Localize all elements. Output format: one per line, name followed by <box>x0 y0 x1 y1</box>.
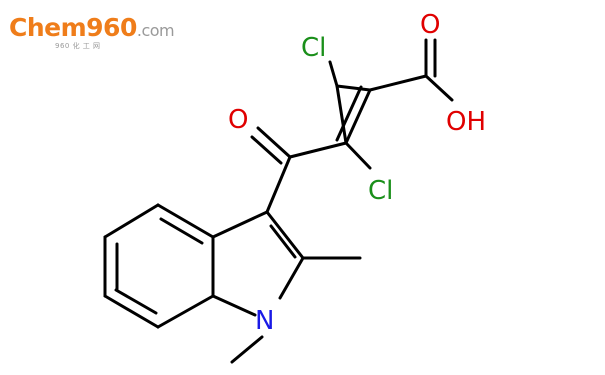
logo-subtitle: 960 化 工 网 <box>55 42 101 50</box>
atom-chlorine-bottom: Cl <box>368 176 393 206</box>
bond <box>103 203 160 239</box>
bonds <box>103 38 454 364</box>
bond <box>269 224 297 259</box>
bond <box>211 210 269 239</box>
bond <box>156 203 215 239</box>
bond <box>114 288 158 315</box>
atom-oxygen-carbonyl: O <box>420 10 440 40</box>
bond <box>156 294 215 329</box>
atom-nitrogen: N <box>255 306 274 336</box>
bond <box>211 294 257 317</box>
chem960-logo: Chem960.com 960 化 工 网 <box>9 14 175 51</box>
bond <box>335 84 348 145</box>
bond <box>159 217 204 245</box>
bond <box>368 74 428 92</box>
bond <box>335 85 363 142</box>
bond <box>230 335 264 364</box>
bond <box>328 60 339 88</box>
bond <box>250 135 283 165</box>
bond <box>256 126 292 159</box>
logo-domain: .com <box>136 21 175 40</box>
bond <box>424 74 454 102</box>
bond <box>103 294 160 329</box>
logo-c: C <box>9 13 27 42</box>
bond <box>265 155 292 214</box>
bond <box>344 141 372 170</box>
bond <box>288 141 348 159</box>
atom-chlorine-top: Cl <box>301 33 326 63</box>
atom-hydroxyl: OH <box>446 107 486 137</box>
bond <box>344 88 372 145</box>
logo-hem960: hem960 <box>26 13 138 42</box>
bond <box>278 256 305 300</box>
atom-oxygen-ketone: O <box>228 105 248 135</box>
logo-wordmark: Chem960.com <box>9 13 175 45</box>
bond <box>265 210 305 260</box>
bond <box>335 84 372 92</box>
